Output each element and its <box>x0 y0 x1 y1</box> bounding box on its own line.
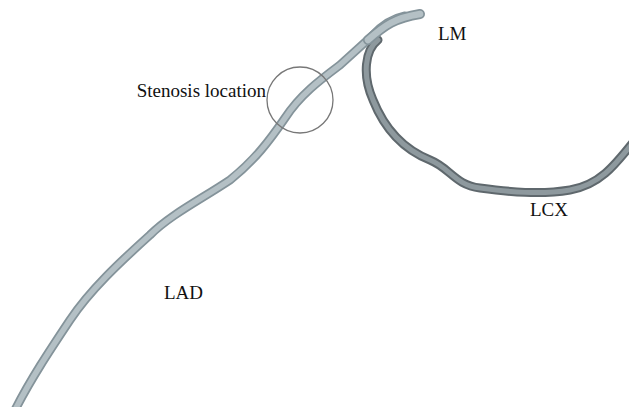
vessel-label: LAD <box>164 283 203 304</box>
vessel-label: LCX <box>530 200 568 221</box>
lcx-vessel-edge <box>366 40 629 193</box>
stenosis-circle <box>267 67 333 133</box>
lm-vessel <box>368 14 420 40</box>
lad-vessel-edge <box>14 16 405 407</box>
lcx-vessel <box>366 40 629 193</box>
stenosis-label: Stenosis location <box>137 81 266 102</box>
lad-vessel <box>14 16 405 407</box>
lm-vessel-edge <box>368 14 420 40</box>
vessel-label: LM <box>438 24 467 45</box>
